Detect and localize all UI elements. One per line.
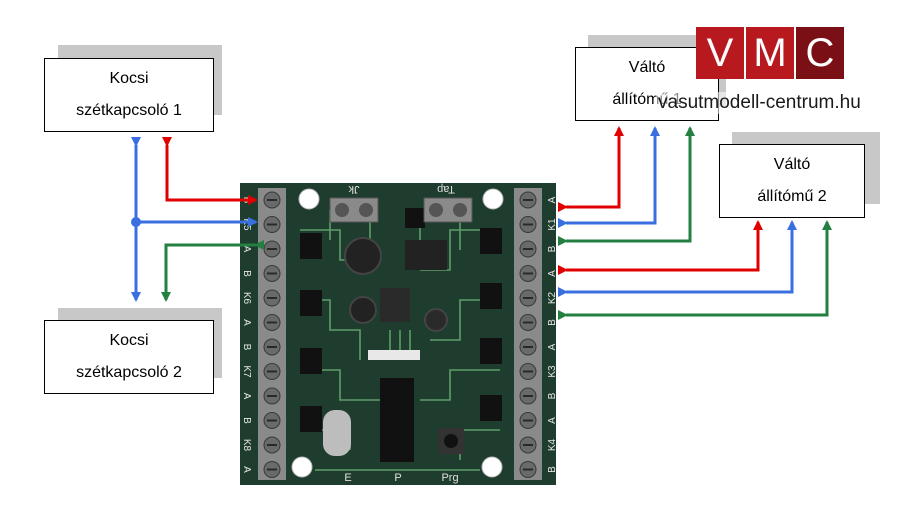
vmc-logo: V M C — [696, 27, 846, 79]
right-terminal-screws — [519, 191, 537, 478]
terminal-label: K8 — [241, 439, 252, 452]
logo-letter: C — [796, 27, 844, 79]
top-terminal-blocks — [329, 197, 473, 223]
red-wire-b — [162, 137, 258, 205]
terminal-label: K5 — [241, 218, 252, 231]
box-line: állítómű 2 — [757, 188, 827, 205]
box-line: Váltó — [773, 156, 811, 173]
left-wiring — [131, 137, 264, 302]
terminal-label: A — [241, 319, 252, 326]
terminal-label: B — [241, 417, 252, 424]
label-tap: Tap — [437, 183, 455, 195]
terminal-label: B — [547, 392, 558, 399]
capacitor-smd — [424, 308, 448, 332]
logo-url: vasutmodell-centrum.hu — [656, 92, 863, 114]
junction-dot — [131, 217, 141, 227]
terminal-label: B — [241, 344, 252, 351]
green-wire-k2-b — [558, 220, 832, 320]
logo-letter: M — [746, 27, 794, 79]
terminal-label: A — [547, 196, 558, 203]
box-line: Kocsi — [109, 70, 149, 87]
terminal-label: A — [547, 270, 558, 277]
terminal-label: K6 — [241, 292, 252, 305]
terminal-label: K4 — [547, 438, 558, 451]
box-line: szétkapcsoló 1 — [76, 102, 182, 119]
terminal-label: A — [547, 343, 558, 350]
kocsi-szetkapcsolo-1-box: Kocsi szétkapcsoló 1 — [44, 58, 214, 132]
mount-hole — [481, 456, 503, 478]
label-p: P — [394, 472, 401, 484]
label-prg: Prg — [441, 472, 458, 484]
label-e: E — [344, 472, 351, 484]
terminal-label: B — [547, 466, 558, 473]
terminal-label: A — [241, 246, 252, 253]
label-jk: Jk — [348, 183, 360, 195]
box-line: Kocsi — [109, 332, 149, 349]
terminal-label: K2 — [547, 291, 558, 304]
left-terminal-screws — [263, 191, 281, 478]
right-wiring — [558, 126, 832, 320]
red-wire-k2-a — [558, 220, 763, 275]
capacitor-large — [344, 237, 382, 275]
red-wire-k1-a — [558, 126, 624, 212]
box-line: Váltó — [628, 59, 666, 76]
green-wire-a — [161, 240, 264, 302]
mount-hole — [482, 188, 504, 210]
terminal-label: K7 — [241, 365, 252, 378]
terminal-label: B — [547, 245, 558, 252]
terminal-label: A — [241, 393, 252, 400]
left-terminal-strip — [258, 188, 286, 480]
kocsi-szetkapcsolo-2-box: Kocsi szétkapcsoló 2 — [44, 320, 214, 394]
box-line: szétkapcsoló 2 — [76, 364, 182, 381]
terminal-label: A — [547, 417, 558, 424]
mount-hole — [291, 456, 313, 478]
right-terminal-strip — [514, 188, 542, 480]
terminal-label: B — [241, 270, 252, 277]
mount-hole — [298, 188, 320, 210]
terminal-label: K1 — [547, 218, 558, 231]
terminal-label: K3 — [547, 365, 558, 378]
terminal-label: B — [547, 319, 558, 326]
valto-allitomu-2-box: Váltó állítómű 2 — [719, 144, 865, 218]
pcb-components — [300, 208, 502, 462]
blue-wire-k1 — [558, 126, 660, 228]
capacitor-small — [349, 296, 377, 324]
logo-letter: V — [696, 27, 744, 79]
terminal-label: A — [241, 466, 252, 473]
